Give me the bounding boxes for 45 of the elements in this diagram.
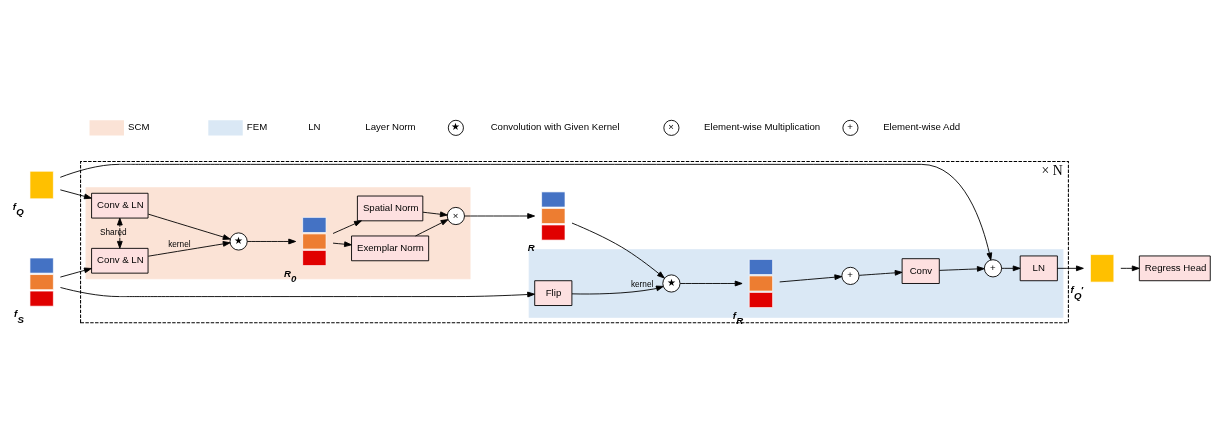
label: ★: [451, 120, 461, 132]
label: Element-wise Add: [883, 120, 961, 132]
arrow: [571, 222, 665, 278]
arrow: [246, 238, 297, 244]
node-box: Conv: [901, 257, 940, 284]
node-box: Conv & LN: [91, 192, 149, 218]
arrow: [464, 212, 536, 219]
legend-label: SCM: [128, 120, 150, 132]
node-label: R: [527, 241, 535, 253]
label: Convolution with Given Kernel: [490, 120, 620, 132]
node-circle: +: [841, 266, 860, 285]
label: ×: [668, 120, 674, 132]
arrow: [59, 188, 92, 199]
node-circle: ★: [229, 231, 248, 251]
arrow: [60, 286, 536, 297]
arrow: [415, 218, 449, 236]
label: LN: [308, 120, 321, 132]
arrow: [1056, 265, 1084, 271]
arrow: [332, 219, 362, 234]
arrow: [1120, 265, 1140, 271]
arrow: [59, 267, 92, 278]
node-circle: ★: [662, 273, 681, 293]
arrow: [422, 210, 448, 217]
arrow: [116, 217, 123, 249]
node-box: Conv & LN: [91, 247, 149, 274]
node-box: LN: [1019, 255, 1058, 281]
arrow: [1001, 265, 1021, 271]
label: Element-wise Multiplication: [704, 120, 821, 132]
node-circle: ×: [446, 206, 465, 225]
node-box: Regress Head: [1138, 255, 1211, 281]
arrow: [147, 213, 231, 240]
arrow: [147, 240, 231, 257]
node-box: Exemplar Norm: [351, 235, 430, 261]
legend-label: FEM: [246, 120, 268, 132]
arrow: [571, 285, 664, 294]
label: Layer Norm: [365, 120, 416, 132]
arrow: [332, 240, 352, 247]
node-box: Spatial Norm: [356, 195, 424, 221]
arrow: [679, 280, 743, 286]
label: +: [847, 120, 853, 132]
arrow: [858, 269, 903, 276]
arrow: [939, 265, 985, 272]
arrow: [779, 273, 843, 282]
node-box: Flip: [534, 279, 573, 306]
node-circle: +: [983, 258, 1003, 277]
